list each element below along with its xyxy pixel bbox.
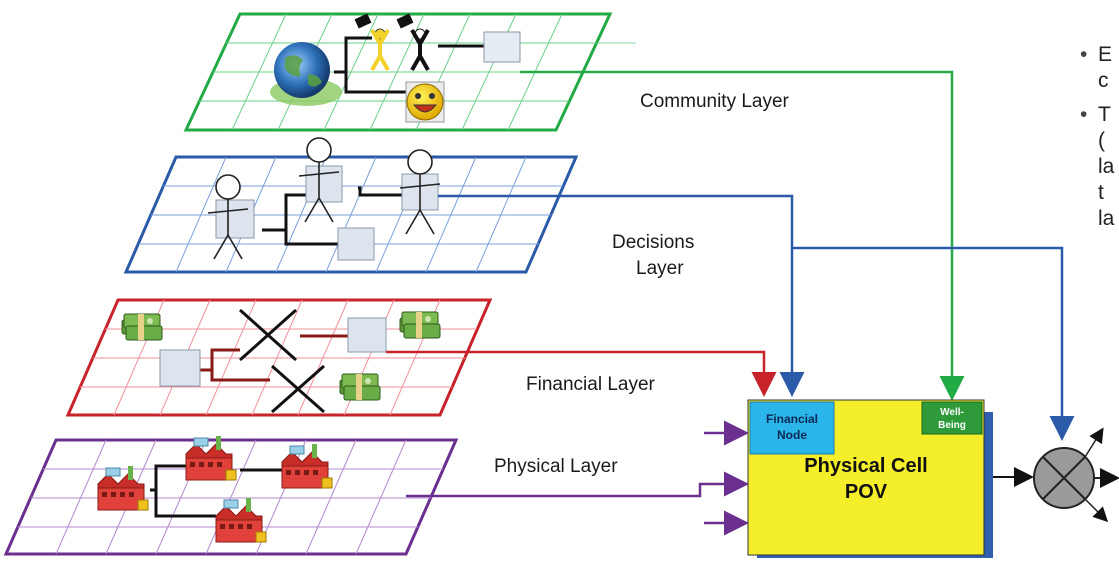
physical-layer-label: Physical Layer bbox=[494, 456, 618, 477]
side-note-line: E bbox=[1098, 43, 1113, 66]
side-note-line: la bbox=[1098, 207, 1115, 230]
side-note-line: t bbox=[1098, 181, 1104, 204]
side-note-line: T bbox=[1098, 103, 1111, 126]
decisions-layer-label-line1: Decisions bbox=[612, 232, 694, 253]
well-being-label-line1: Well- bbox=[940, 407, 964, 418]
smiley-icon bbox=[405, 81, 445, 123]
decisions-layer: Decisions Layer bbox=[123, 137, 694, 279]
side-note-1: E c bbox=[1078, 42, 1119, 94]
blocked-link-x-icon bbox=[239, 308, 297, 362]
side-note-line: c bbox=[1098, 69, 1109, 92]
connectors bbox=[386, 70, 1075, 536]
side-notes: E c T ( la t la bbox=[1078, 42, 1119, 342]
cash-icon bbox=[339, 373, 381, 401]
decisions-layer-label-line2: Layer bbox=[636, 258, 684, 279]
cash-icon bbox=[121, 313, 163, 341]
earth-icon bbox=[270, 42, 342, 106]
community-node bbox=[483, 31, 521, 63]
financial-node-label-line2: Node bbox=[777, 428, 807, 442]
financial-layer-label: Financial Layer bbox=[526, 374, 656, 395]
side-note-line: la bbox=[1098, 155, 1115, 178]
side-note-2: T ( la t la bbox=[1078, 102, 1119, 232]
cash-icon bbox=[399, 311, 441, 339]
businessman-icon bbox=[396, 13, 430, 71]
decisions-node bbox=[337, 227, 375, 261]
community-layer-label: Community Layer bbox=[640, 91, 790, 112]
physical-cell-title-line1: Physical Cell bbox=[804, 455, 927, 477]
physical-layer: Physical Layer bbox=[3, 435, 618, 556]
side-note-line: ( bbox=[1098, 129, 1105, 152]
well-being-label-line2: Being bbox=[938, 420, 966, 431]
physical-cell-title-line2: POV bbox=[845, 481, 888, 503]
community-layer: Community Layer bbox=[183, 12, 790, 132]
financial-layer: Financial Layer bbox=[65, 298, 656, 417]
cheering-person-icon bbox=[354, 13, 390, 71]
blocked-link-x-icon bbox=[271, 364, 325, 414]
combiner-icon bbox=[1033, 427, 1119, 523]
financial-node-box bbox=[749, 401, 835, 455]
person-icon bbox=[399, 149, 441, 235]
physical-cell: Financial Node Well- Being Physical Cell… bbox=[747, 399, 993, 558]
financial-node-label-line1: Financial bbox=[766, 412, 818, 426]
well-being-box bbox=[921, 401, 983, 435]
person-icon bbox=[298, 137, 343, 223]
person-icon bbox=[207, 174, 255, 260]
financial-nodes bbox=[159, 317, 387, 387]
